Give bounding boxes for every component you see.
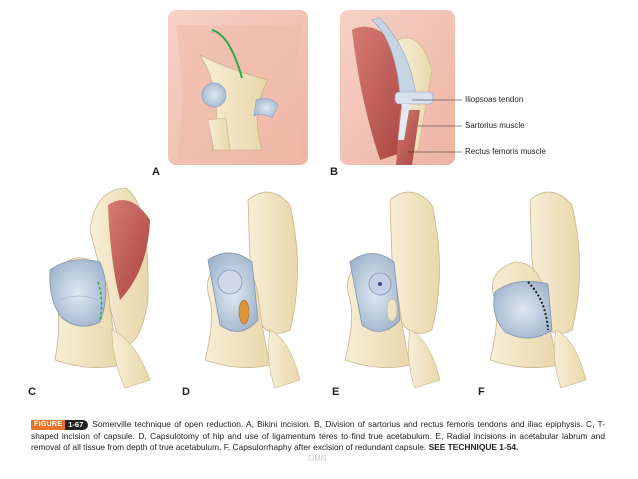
panel-d-illustration [204,191,301,389]
bikini-incision-line [211,29,243,79]
see-technique-reference: SEE TECHNIQUE 1-54. [428,442,519,453]
caption-text: Somerville technique of open reduction. … [31,419,605,453]
panel-label-e: E [332,386,340,398]
figure-badge-word: FIGURE [31,419,66,430]
callout-iliopsoas-tendon: Iliopsoas tendon [465,95,524,104]
callout-rectus-femoris-muscle: Rectus femoris muscle [465,147,546,156]
t-incision-line [97,281,103,321]
panel-label-f: F [478,386,485,398]
capsulorrhaphy-sutures [527,281,549,331]
panel-label-c: C [28,386,36,398]
figure-badge-number: 1-67 [65,419,89,430]
panel-b-illustration [340,10,462,165]
panel-e-illustration [344,191,441,389]
panel-label-b: B [330,166,338,178]
panel-f-illustration [489,191,587,389]
panel-label-a: A [152,166,160,178]
watermark: OMN [308,454,327,463]
panel-a-illustration [168,10,308,165]
figure-illustration [49,10,587,389]
callout-sartorius-muscle: Sartorius muscle [465,121,525,130]
panel-c-illustration [49,187,151,389]
panel-label-d: D [182,386,190,398]
